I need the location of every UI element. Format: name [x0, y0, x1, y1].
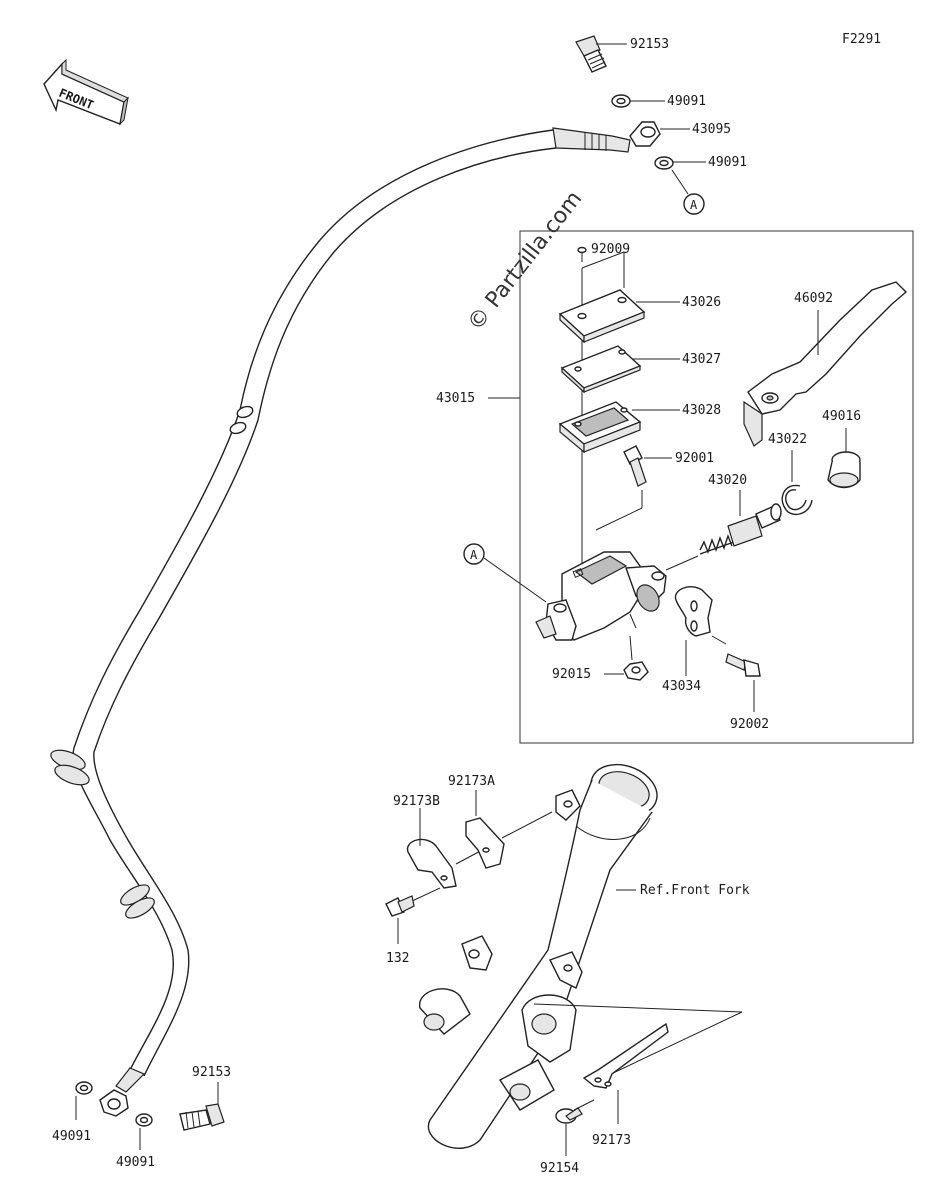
svg-text:A: A: [470, 548, 478, 562]
label-43022: 43022: [768, 432, 807, 447]
svg-text:A: A: [690, 198, 698, 212]
brake-lever-46092: [743, 281, 908, 447]
label-92173B: 92173B: [393, 794, 440, 809]
circlip-43022: [781, 484, 813, 516]
banjo-fitting-43095: [629, 121, 661, 147]
front-direction-arrow-icon: FRONT: [43, 58, 129, 126]
brake-hose: [50, 127, 631, 1093]
label-43034: 43034: [662, 679, 701, 694]
handlebar-clamp-43034: [674, 586, 713, 637]
top-banjo-bolt: [575, 35, 607, 73]
hose-clamp-92173: [582, 1022, 669, 1089]
reservoir-cap-43026: [558, 289, 646, 344]
bolt-132: [385, 895, 415, 917]
callout-a-master: A: [463, 543, 485, 565]
label-92015: 92015: [552, 667, 591, 682]
label-49091-bottom-2: 49091: [116, 1155, 155, 1170]
washer-49091-bottom-2: [135, 1113, 153, 1127]
label-132: 132: [386, 951, 409, 966]
label-49016: 49016: [822, 409, 861, 424]
label-92153-bottom: 92153: [192, 1065, 231, 1080]
hose-clamp-92173b: [406, 838, 457, 889]
label-46092: 46092: [794, 291, 833, 306]
label-ref-front-fork: Ref.Front Fork: [640, 883, 750, 898]
banjo-fitting-bottom: [99, 1089, 129, 1117]
hose-clamp-92173a: [465, 817, 505, 869]
diaphragm-43028: [558, 401, 642, 454]
label-43095: 43095: [692, 122, 731, 137]
label-43027: 43027: [682, 352, 721, 367]
pivot-bolt-92001: [623, 445, 647, 487]
screw-92009: [577, 246, 587, 262]
label-43015: 43015: [436, 391, 475, 406]
master-cylinder-group-frame: [519, 230, 914, 744]
washer-49091-top: [611, 94, 631, 108]
banjo-bolt-bottom: [179, 1103, 225, 1131]
label-92173: 92173: [592, 1133, 631, 1148]
front-fork: [419, 763, 658, 1149]
label-49091-top-2: 49091: [708, 155, 747, 170]
screw-92154: [555, 1107, 583, 1124]
label-43028: 43028: [682, 403, 721, 418]
callout-a-top: A: [683, 193, 705, 215]
piston-assembly-43020: [699, 503, 782, 555]
label-92001: 92001: [675, 451, 714, 466]
label-43020: 43020: [708, 473, 747, 488]
label-92002: 92002: [730, 717, 769, 732]
diagram-code: F2291: [842, 32, 881, 47]
label-92153-top: 92153: [630, 37, 669, 52]
dust-boot-49016: [827, 451, 861, 489]
label-92173A: 92173A: [448, 774, 495, 789]
master-cylinder-body: [535, 551, 667, 641]
nut-92015: [623, 661, 649, 681]
label-49091-top-1: 49091: [667, 94, 706, 109]
label-43026: 43026: [682, 295, 721, 310]
label-49091-bottom-1: 49091: [52, 1129, 91, 1144]
diaphragm-plate-43027: [560, 345, 642, 394]
washer-49091-top-2: [654, 156, 674, 170]
clamp-bolt-92002: [725, 653, 761, 677]
label-92154: 92154: [540, 1161, 579, 1176]
washer-49091-bottom-1: [75, 1081, 93, 1095]
